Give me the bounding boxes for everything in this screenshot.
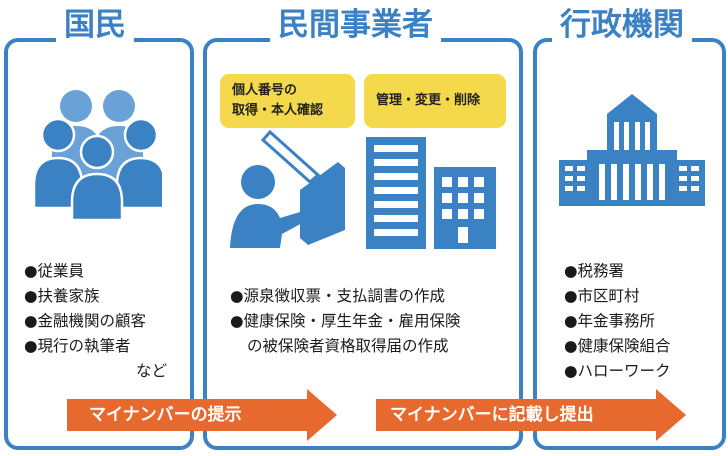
- government-building-icon: [559, 94, 705, 206]
- citizens-title: 国民: [56, 6, 134, 44]
- list-item: 扶養家族: [24, 284, 167, 309]
- list-item: 従業員: [24, 259, 167, 284]
- list-item: 源泉徴収票・支払調書の作成: [230, 284, 461, 309]
- office-buildings-icon: [366, 137, 496, 249]
- citizens-list: 従業員 扶養家族 金融機関の顧客 現行の執筆者 など: [24, 259, 167, 384]
- manage-box: 管理・変更・削除: [364, 74, 506, 128]
- box-line: 個人番号の: [232, 83, 298, 98]
- list-item: 市区町村: [564, 284, 671, 309]
- government-title: 行政機関: [552, 6, 692, 44]
- list-item-continuation: の被保険者資格取得届の作成: [247, 337, 449, 355]
- list-item: 現行の執筆者: [24, 334, 167, 359]
- list-item: 健康保険組合: [564, 334, 671, 359]
- list-item: 税務署: [564, 259, 671, 284]
- acquire-verify-box: 個人番号の 取得・本人確認: [220, 74, 355, 128]
- submit-arrow-label: マイナンバーに記載し提出: [376, 399, 658, 431]
- government-list: 税務署 市区町村 年金事務所 健康保険組合 ハローワーク: [564, 259, 671, 384]
- box-line: 取得・本人確認: [232, 103, 324, 118]
- present-arrow-label: マイナンバーの提示: [67, 399, 309, 431]
- business-title: 民間事業者: [270, 6, 441, 44]
- submit-arrow: マイナンバーに記載し提出: [376, 389, 686, 441]
- present-arrow: マイナンバーの提示: [67, 389, 337, 441]
- list-note: など: [136, 362, 168, 380]
- list-item: 金融機関の顧客: [24, 309, 167, 334]
- business-list: 源泉徴収票・支払調書の作成 健康保険・厚生年金・雇用保険 の被保険者資格取得届の…: [230, 284, 461, 359]
- arrow-head-icon: [656, 389, 686, 441]
- list-item: 年金事務所: [564, 309, 671, 334]
- people-icon: [34, 90, 162, 220]
- list-item: ハローワーク: [564, 359, 671, 384]
- arrow-head-icon: [307, 389, 337, 441]
- list-item: 健康保険・厚生年金・雇用保険: [230, 309, 461, 334]
- person-at-computer-icon: [230, 130, 345, 248]
